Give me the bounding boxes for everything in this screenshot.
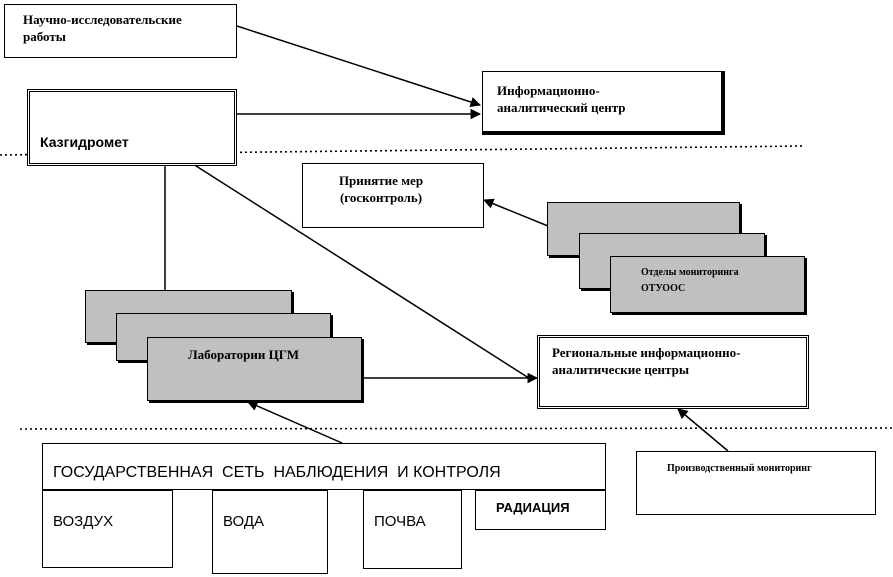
water-label: ВОДА — [223, 513, 265, 530]
industrial-box: Производственный мониторинг — [636, 451, 876, 515]
regional-iac-box: Региональные информационно-аналитические… — [537, 335, 809, 409]
labs-box: Лаборатории ЦГМ — [147, 337, 362, 401]
radiation-label: РАДИАЦИЯ — [496, 500, 570, 515]
separator-bottom — [19, 427, 893, 430]
labs-label: Лаборатории ЦГМ — [188, 347, 300, 362]
air-box: ВОЗДУХ — [42, 490, 173, 568]
soil-box: ПОЧВА — [363, 490, 462, 569]
arrow-regional-to-kazhydromet — [159, 142, 533, 381]
state-network-box: ГОСУДАРСТВЕННАЯ СЕТЬ НАБЛЮДЕНИЯ И КОНТРО… — [42, 443, 606, 490]
industrial-label: Производственный мониторинг — [667, 463, 812, 474]
radiation-box: РАДИАЦИЯ — [475, 490, 606, 530]
monitoring-depts-label: Отделы мониторинга ОТУООС — [641, 267, 739, 294]
measures-label: Принятие мер (госконтроль) — [338, 173, 424, 205]
water-box: ВОДА — [212, 490, 328, 574]
state-network-label: ГОСУДАРСТВЕННАЯ СЕТЬ НАБЛЮДЕНИЯ И КОНТРО… — [53, 464, 501, 481]
research-label: Научно-исследовательские работы — [23, 12, 182, 44]
separator-top — [0, 145, 806, 156]
arrow-research-to-iac — [236, 25, 481, 108]
measures-box: Принятие мер (госконтроль) — [302, 163, 484, 228]
iac-label: Информационно-аналитический центр — [497, 83, 626, 115]
monitoring-depts-box: Отделы мониторинга ОТУООС — [610, 256, 805, 313]
arrow-depts-to-measures — [483, 198, 549, 227]
iac-box: Информационно-аналитический центр — [482, 71, 725, 135]
regional-iac-label: Региональные информационно-аналитические… — [552, 345, 741, 377]
kazhydromet-label: Казгидромет — [40, 134, 129, 150]
soil-label: ПОЧВА — [374, 513, 426, 530]
kazhydromet-box: Казгидромет — [27, 89, 237, 166]
air-label: ВОЗДУХ — [53, 513, 114, 530]
arrow-industrial-to-regional — [677, 408, 729, 452]
research-box: Научно-исследовательские работы — [4, 4, 237, 58]
arrow-network-to-labs — [247, 400, 343, 444]
